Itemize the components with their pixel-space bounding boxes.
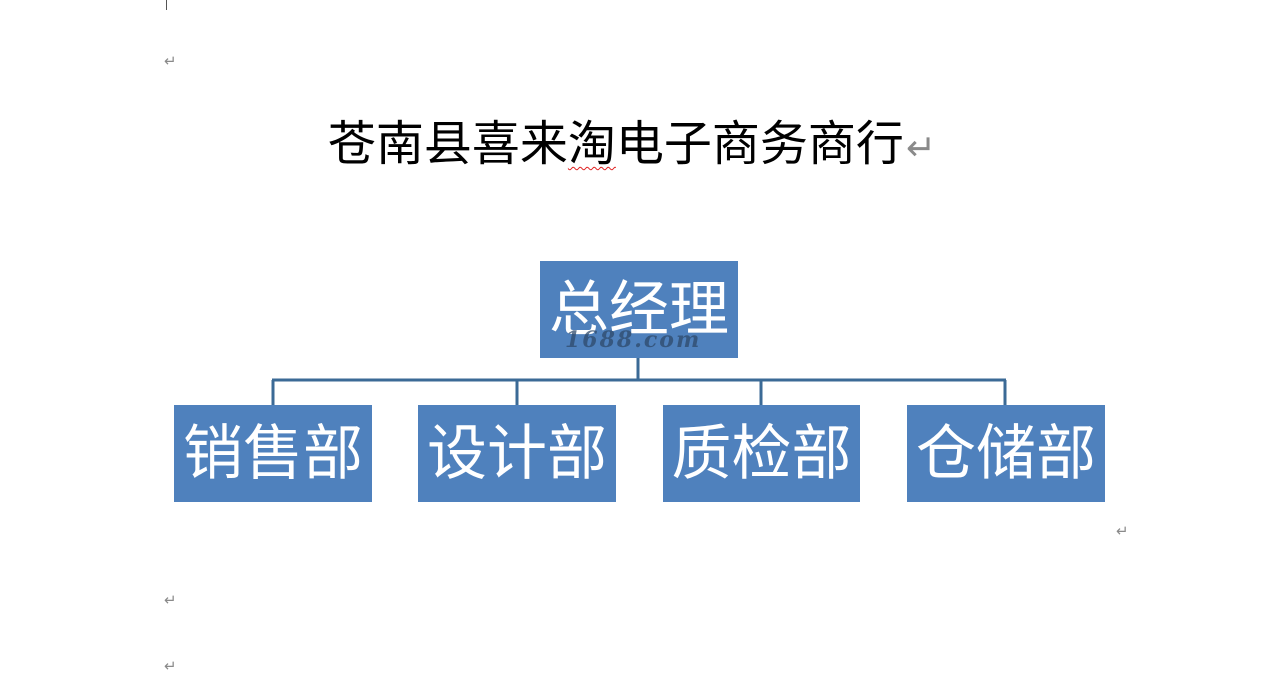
paragraph-mark-1: ↵ bbox=[164, 52, 177, 70]
text-cursor bbox=[166, 0, 167, 10]
paragraph-mark-3: ↵ bbox=[164, 591, 177, 609]
paragraph-mark-4: ↵ bbox=[164, 657, 177, 675]
title-text-spellcheck-flagged[interactable]: 淘 bbox=[567, 116, 616, 172]
paragraph-mark-2: ↵ bbox=[1116, 522, 1129, 540]
title-paragraph-mark: ↵ bbox=[905, 128, 937, 169]
org-node-warehouse[interactable]: 仓储部 bbox=[907, 405, 1105, 502]
org-node-quality-control[interactable]: 质检部 bbox=[663, 405, 860, 502]
org-node-general-manager[interactable]: 总经理 bbox=[540, 261, 738, 358]
title-text-end: 电子商务商行 bbox=[615, 116, 904, 172]
org-node-sales[interactable]: 销售部 bbox=[174, 405, 372, 502]
document-title[interactable]: 苍南县喜来淘电子商务商行↵ bbox=[0, 112, 1264, 181]
watermark-1688: 1688.com bbox=[565, 327, 702, 353]
org-node-design[interactable]: 设计部 bbox=[418, 405, 616, 502]
title-text-start: 苍南县喜来 bbox=[327, 116, 568, 172]
